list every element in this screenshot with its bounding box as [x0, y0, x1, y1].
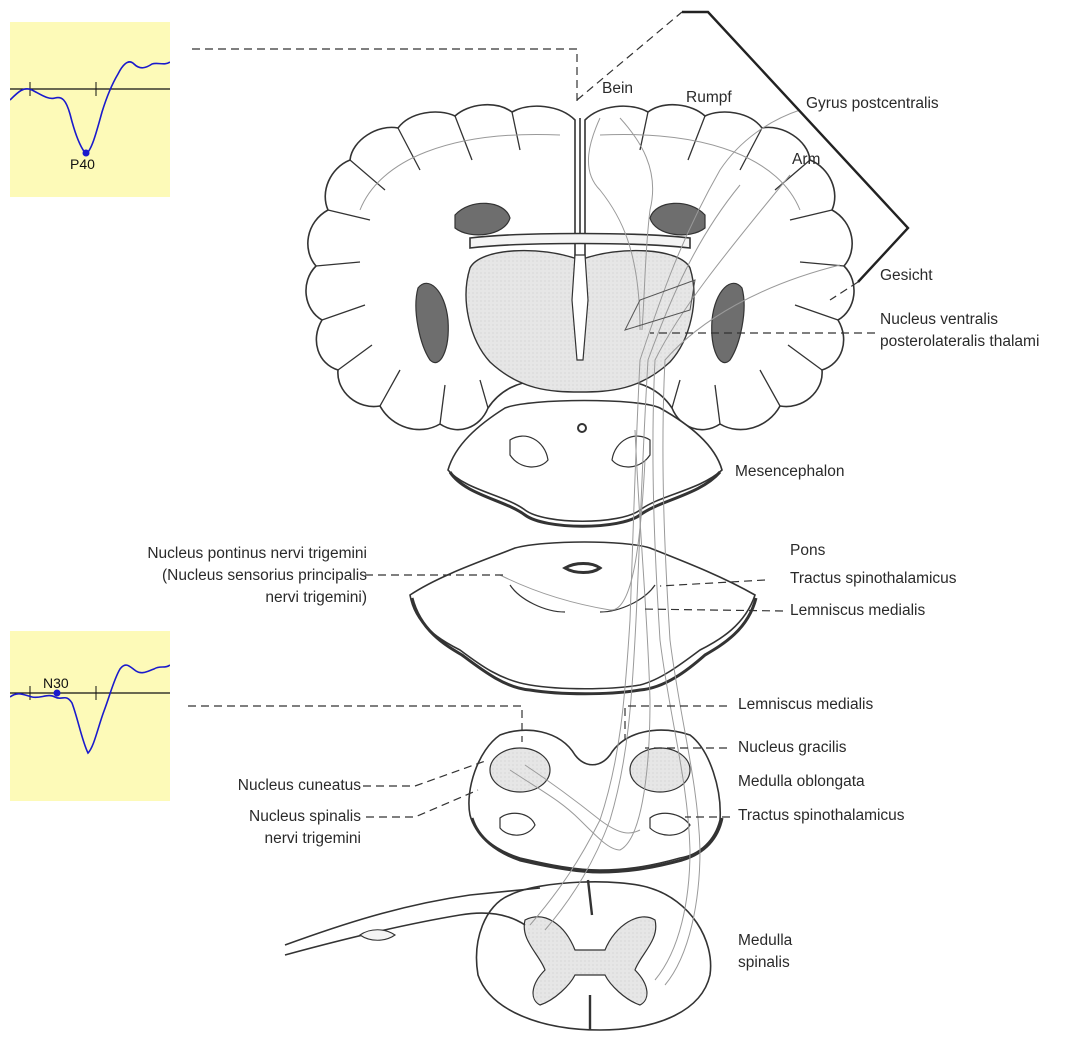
label-pontinus-line3: nervi trigemini): [265, 588, 367, 607]
label-gesicht: Gesicht: [880, 266, 933, 285]
pons-section: [410, 542, 756, 694]
label-mesencephalon: Mesencephalon: [735, 462, 844, 481]
label-arm: Arm: [792, 150, 820, 169]
label-medulla-oblongata: Medulla oblongata: [738, 772, 865, 791]
waveform-trace-bottom: [10, 631, 170, 801]
label-lemniscus-medialis-pons: Lemniscus medialis: [790, 601, 925, 620]
label-nucleus-gracilis: Nucleus gracilis: [738, 738, 847, 757]
label-rumpf: Rumpf: [686, 88, 732, 107]
label-nucleus-cuneatus: Nucleus cuneatus: [238, 776, 361, 795]
label-nucleus-spinalis-line1: Nucleus spinalis: [249, 807, 361, 826]
label-nucleus-spinalis-line2: nervi trigemini: [265, 829, 361, 848]
label-tractus-spinothalamicus-pons: Tractus spinothalamicus: [790, 569, 957, 588]
medulla-oblongata-section: [469, 730, 722, 872]
peak-label-top: P40: [70, 156, 95, 172]
label-pons: Pons: [790, 541, 825, 560]
spinal-cord-section: [285, 880, 711, 1030]
label-pontinus-line2: (Nucleus sensorius principalis: [162, 566, 367, 585]
waveform-panel-top: P40: [10, 22, 170, 197]
label-pontinus-line1: Nucleus pontinus nervi trigemini: [147, 544, 367, 563]
label-medulla-spinalis-line1: Medulla: [738, 931, 792, 950]
label-bein: Bein: [602, 79, 633, 98]
label-lemniscus-medialis-medulla: Lemniscus medialis: [738, 695, 873, 714]
label-vpl-line2: posterolateralis thalami: [880, 332, 1039, 351]
peak-label-bottom: N30: [43, 675, 69, 691]
label-tractus-spinothalamicus-medulla: Tractus spinothalamicus: [738, 806, 905, 825]
label-medulla-spinalis-line2: spinalis: [738, 953, 790, 972]
label-vpl-line1: Nucleus ventralis: [880, 310, 998, 329]
label-gyrus-postcentralis: Gyrus postcentralis: [806, 94, 939, 113]
waveform-panel-bottom: N30: [10, 631, 170, 801]
